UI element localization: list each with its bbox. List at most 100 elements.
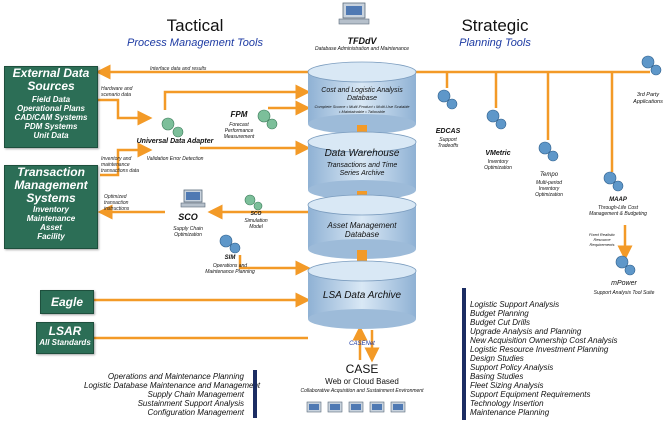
sco-sim-label: SCO [250, 211, 262, 217]
tactical-subheading: Process Management Tools [127, 37, 263, 49]
list-item: Budget Cut Drills [470, 318, 531, 327]
maap-label: MAAP [609, 197, 627, 203]
list-item: Basing Studies [470, 372, 524, 381]
maap-icon [603, 171, 624, 192]
external-title-1: External Data [12, 66, 90, 80]
sco-sim-icon [244, 194, 263, 211]
list-item: New Acquisition Ownership Cost Analysis [470, 336, 618, 345]
sim-label: SIM [224, 255, 236, 261]
arrow-uda-to-cost [163, 84, 311, 110]
list-item: Maintenance Planning [470, 408, 550, 417]
vmetric-label: VMetric [485, 150, 511, 157]
transaction-title-1: Transaction [17, 165, 85, 179]
strategic-subheading: Planning Tools [459, 37, 531, 49]
list-item: Technology Insertion [470, 399, 544, 408]
sim-desc: Operations and Maintenance Planning [205, 263, 255, 275]
sco-desc: Supply Chain Optimization [173, 226, 203, 238]
arrow-label-hardware: Hardware and scenario data [101, 86, 133, 98]
list-item: Fleet Sizing Analysis [470, 381, 544, 390]
edcas-desc: Support Tradeoffs [437, 137, 459, 149]
arrow-hardware [98, 98, 153, 126]
case-sub: Web or Cloud Based [325, 377, 399, 386]
external-line: PDM Systems [24, 122, 78, 131]
external-line: Field Data [31, 95, 71, 104]
tempo-desc: Multi-period Inventory Optimization [535, 180, 563, 198]
warehouse-desc: Transactions and Time Series Archive [326, 162, 398, 177]
list-item: Logistic Support Analysis [470, 300, 560, 309]
uda-icon [161, 117, 184, 138]
sim-icon [219, 234, 241, 254]
computer-icon-group-case [306, 401, 406, 413]
list-item: Support Policy Analysis [470, 363, 554, 372]
transaction-line: Maintenance [26, 214, 76, 223]
tfdv-desc: Database Administration and Maintenance [314, 46, 410, 52]
computer-icon-sco [180, 189, 206, 208]
arrow-label-optimized: Optimized transaction instructions [104, 194, 130, 212]
strategic-capabilities-list: Logistic Support Analysis Budget Plannin… [470, 300, 617, 417]
maap-note: Fixed Realistic Resource Requirements [588, 232, 615, 247]
casenet-label: CASENet [349, 341, 375, 347]
fpm-icon [257, 109, 278, 130]
transaction-line: Inventory [32, 205, 69, 214]
lsar-box: LSAR All Standards [36, 322, 94, 354]
list-item: Support Equipment Requirements [470, 390, 591, 399]
strategic-heading: Strategic [461, 16, 529, 35]
list-item: Sustainment Support Analysis [137, 399, 244, 408]
cost-db-desc: Complete Source • Multi-Product • Multi-… [314, 104, 410, 114]
tactical-list-bar [253, 370, 257, 418]
transaction-management-box: Transaction Management Systems Inventory… [4, 165, 98, 249]
eagle-box: Eagle [40, 290, 94, 314]
tactical-heading: Tactical [166, 16, 224, 35]
tfdv-label: TFDdV [347, 36, 377, 46]
tempo-icon [538, 141, 559, 162]
fpm-label: FPM [230, 110, 248, 119]
transaction-title-3: Systems [26, 191, 76, 205]
list-item: Configuration Management [147, 408, 244, 417]
arrow-sim [238, 255, 311, 276]
case-desc: Collaborative Acquisition and Sustainmen… [300, 388, 424, 394]
external-line: Operational Plans [16, 104, 86, 113]
list-item: Budget Planning [470, 309, 529, 318]
lsar-sub: All Standards [39, 338, 91, 347]
third-party-icon [641, 55, 662, 76]
list-item: Upgrade Analysis and Planning [470, 327, 582, 336]
list-item: Supply Chain Management [147, 390, 244, 399]
mpower-icon [615, 255, 636, 276]
maap-desc: Through-Life Cost Management & Budgeting [589, 205, 647, 217]
tactical-capabilities-list: Operations and Maintenance Planning Logi… [84, 372, 261, 417]
warehouse-title: Data Warehouse [324, 148, 400, 159]
lsar-title: LSAR [48, 324, 82, 338]
uda-label: Universal Data Adapter [136, 138, 214, 145]
vmetric-icon [486, 109, 507, 130]
tempo-label: Tempo [539, 172, 559, 178]
database-stack [307, 61, 417, 329]
external-line: CAD/CAM Systems [14, 113, 88, 122]
sco-sim-desc: Simulation Model [244, 218, 268, 230]
uda-desc: Validation Error Detection [146, 156, 204, 162]
computer-icon-tfdv [338, 2, 370, 25]
list-item: Logistic Database Maintenance and Manage… [84, 381, 261, 390]
list-item: Design Studies [470, 354, 524, 363]
mpower-label: mPower [611, 280, 637, 287]
arrow-label-top: Interface data and results [150, 66, 207, 72]
transaction-line: Asset [40, 223, 62, 232]
external-line: Unit Data [33, 131, 69, 140]
eagle-label: Eagle [50, 295, 83, 309]
list-item: Logistic Resource Investment Planning [470, 345, 609, 354]
edcas-label: EDCAS [435, 128, 461, 135]
fpm-desc: Forecast Performance Measurement [223, 122, 255, 140]
case-title: CASE [345, 362, 379, 376]
sco-label: SCO [178, 212, 198, 222]
arrow-label-inventory: Inventory and maintenance transactions d… [101, 156, 140, 174]
cost-db-title: Cost and Logistic Analysis Database [321, 87, 403, 102]
lsa-archive-title: LSA Data Archive [322, 290, 402, 301]
mpower-desc: Support Analysis Tool Suite [593, 290, 655, 296]
edcas-icon [437, 89, 458, 110]
list-item: Operations and Maintenance Planning [107, 372, 244, 381]
transaction-title-2: Management [14, 178, 88, 192]
arrow-transactions [100, 142, 153, 177]
asset-db-title: Asset Management Database [327, 221, 397, 239]
third-party-label: 3rd Party Applications [633, 92, 663, 105]
external-title-2: Sources [27, 79, 75, 93]
